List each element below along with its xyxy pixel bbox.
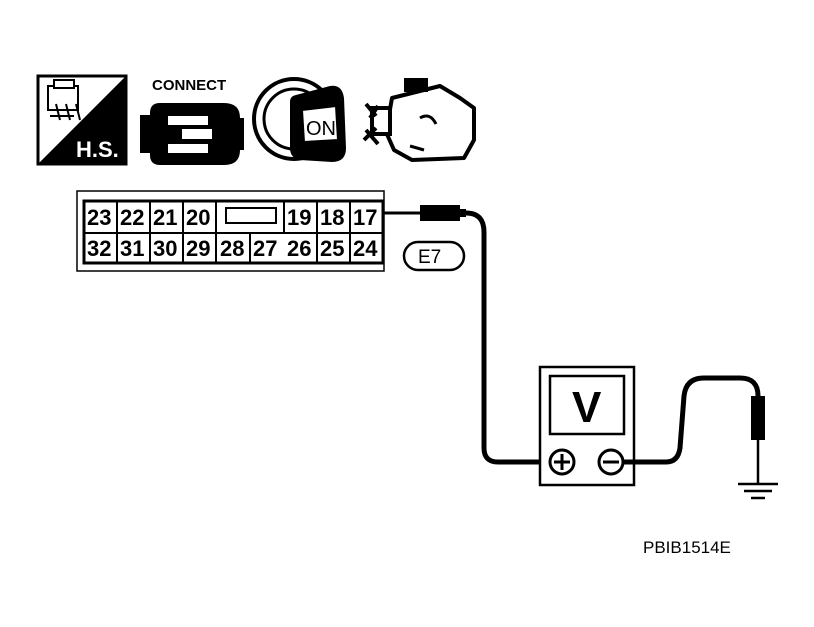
pin-label: 32 — [87, 236, 111, 261]
connector-id-tag: E7 — [402, 240, 466, 272]
ignition-on-label: ON — [306, 118, 336, 140]
hs-label: H.S. — [76, 137, 119, 162]
figure-reference: PBIB1514E — [643, 538, 731, 557]
voltmeter-symbol: V — [572, 383, 602, 432]
pin-label: 26 — [287, 236, 311, 261]
pin-label: 20 — [186, 205, 210, 230]
voltmeter: V — [538, 365, 636, 487]
ignition-key-icon: ON — [252, 77, 346, 162]
pin-label: 23 — [87, 205, 111, 230]
ground-icon — [738, 482, 778, 500]
pin-label: 21 — [153, 205, 177, 230]
pin-label: 22 — [120, 205, 144, 230]
connector-id-label: E7 — [418, 247, 441, 268]
pin-label: 27 — [253, 236, 277, 261]
connect-icon: CONNECT — [140, 77, 244, 165]
connector-e7-block: 23 22 21 20 19 18 17 32 31 30 29 28 27 2… — [76, 190, 385, 272]
connector-key-slot — [225, 207, 277, 224]
pin-label: 29 — [186, 236, 210, 261]
pin-label: 19 — [287, 205, 311, 230]
pin-label: 30 — [153, 236, 177, 261]
pin-label: 24 — [353, 236, 378, 261]
positive-probe — [383, 205, 548, 465]
pin-label: 31 — [120, 236, 144, 261]
pin-label: 18 — [320, 205, 344, 230]
harness-side-icon: H.S. — [36, 74, 128, 166]
negative-probe — [623, 375, 765, 484]
connect-label: CONNECT — [152, 77, 226, 94]
pin-label-17: 17 — [353, 205, 377, 230]
pin-label: 28 — [220, 236, 244, 261]
pin-label: 25 — [320, 236, 344, 261]
engine-running-icon — [362, 78, 476, 162]
